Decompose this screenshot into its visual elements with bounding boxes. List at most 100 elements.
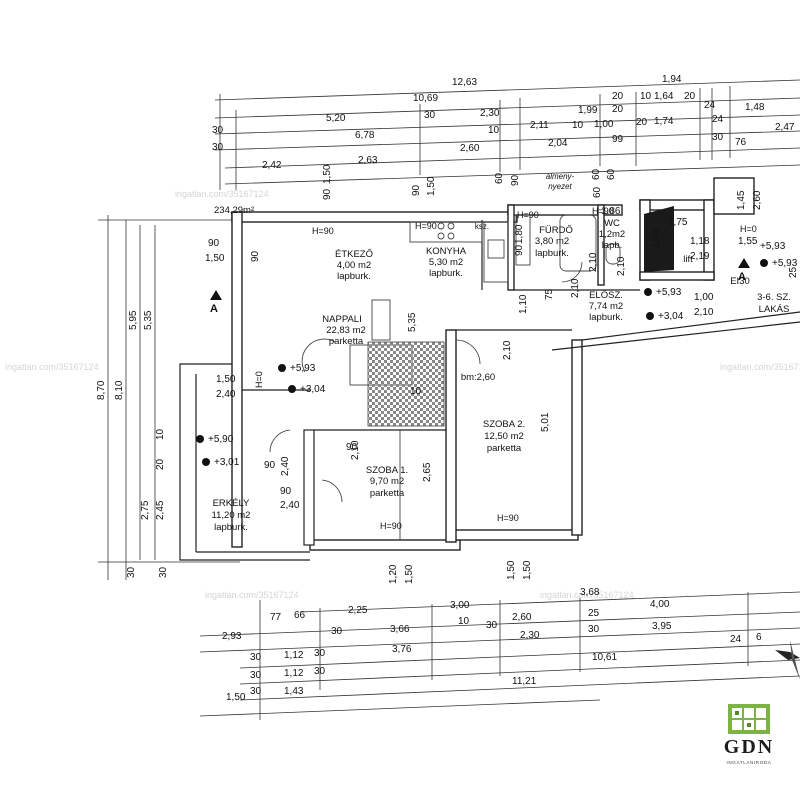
dimension-label: 3,76: [392, 644, 412, 655]
room-floor: lapb.: [602, 240, 623, 251]
level-label: +5,93: [656, 287, 682, 298]
dimension-label: 90: [264, 460, 276, 471]
dimension-label: 2,10: [616, 256, 627, 276]
dimension-label: 24: [704, 100, 716, 111]
door-mark: H=90: [497, 513, 519, 523]
level-label: +3,01: [214, 457, 240, 468]
door-mark: H=90: [312, 226, 334, 236]
room-area: 7,74 m2: [589, 301, 623, 312]
dimension-label: 20: [155, 458, 166, 470]
dimension-label: 2,11: [530, 120, 549, 131]
section-marker: A A: [210, 258, 750, 315]
watermark: ingatlan.com/35167124: [720, 362, 800, 372]
dimension-label: 90: [514, 244, 525, 256]
dimension-label: 2,30: [520, 630, 540, 641]
niche-label: álmeny-: [546, 172, 575, 181]
dimension-label: 2,45: [155, 500, 166, 520]
dimension-label: 1,50: [404, 564, 415, 584]
dimension-label: 2,10: [588, 252, 599, 272]
dimension-label: 2,47: [775, 122, 795, 133]
room-floor: lapburk.: [337, 271, 371, 282]
room-floor: lapburk.: [589, 312, 623, 323]
dimension-label: 30: [126, 566, 137, 578]
level-label: +3,04: [300, 384, 326, 395]
room-name: SZOBA 2.: [483, 419, 525, 430]
dimension-label: 1,80: [514, 224, 525, 244]
dimension-label: 6,78: [355, 130, 375, 141]
dimension-label: 30: [588, 624, 600, 635]
room-name: NAPPALI: [322, 314, 361, 325]
dimension-label: 2,10: [350, 440, 361, 460]
level-markers: +5,93 +3,04 +5,90 +3,01 +5,93 +3,04 +5,9…: [196, 241, 798, 468]
dimension-label: 3,66: [390, 624, 410, 635]
dimension-label: 30: [424, 110, 436, 121]
dimension-label: 2,42: [262, 160, 282, 171]
dimension-label: 3,00: [450, 600, 470, 611]
dimension-label: 1,45: [736, 190, 747, 210]
dimension-label: 1,00: [694, 292, 714, 303]
dimension-label: 11,21: [512, 676, 537, 687]
dimension-label: 30: [250, 670, 262, 681]
dimension-label: 6: [756, 632, 762, 643]
dimension-label: 30: [158, 566, 169, 578]
room-area: 22,83 m2: [326, 325, 366, 336]
dimension-label: 30: [314, 648, 326, 659]
dimension-label: 60: [591, 168, 602, 180]
dimension-label: 1,86: [601, 206, 621, 217]
dimension-label: 2,04: [548, 138, 568, 149]
dimension-label: 2,10: [502, 340, 513, 360]
dimension-label: 77: [270, 612, 282, 623]
dimension-label: 1,55: [738, 236, 758, 247]
dimension-label: 1,50: [322, 164, 333, 184]
room-name: ERKÉLY: [213, 498, 250, 509]
dimension-label: 8,70: [96, 380, 107, 400]
dimension-label: 24: [712, 114, 724, 125]
flat-label: LAKÁS: [759, 304, 790, 315]
dimension-label: 90: [208, 238, 220, 249]
room-floor: parketta: [487, 443, 522, 454]
room-area: 11,20 m2: [212, 510, 251, 521]
cabinet-label: ksz.: [475, 222, 489, 231]
dimension-label: 1,10: [518, 294, 529, 314]
dimension-label: 90: [411, 184, 422, 196]
dimension-label: 1,75: [668, 217, 688, 228]
dimension-label: 2,60: [752, 190, 763, 210]
door-height-marks: H=90 H=90 H=90 H=90 H=0 H=90 H=90 H=0: [254, 206, 757, 531]
dimension-label: 8,10: [114, 380, 125, 400]
door-mark: H=0: [254, 371, 264, 388]
lift-label: lift: [683, 254, 693, 265]
dimension-label: 30: [314, 666, 326, 677]
dimension-label: 3,68: [580, 587, 600, 598]
logo-building-icon: [728, 704, 770, 734]
room-name: ÉTKEZŐ: [335, 249, 373, 260]
dimension-label: 30: [250, 686, 262, 697]
dimension-label: 30: [712, 132, 724, 143]
dimension-label: 2,25: [348, 605, 368, 616]
door-mark: H=0: [740, 224, 757, 234]
room-name: SZOBA 1.: [366, 465, 408, 476]
left-dimensions: 8,70 8,10 5,95 5,35 2,75 2,45 10 20 30 3…: [96, 310, 169, 578]
level-label: +5,93: [772, 258, 798, 269]
dimension-label: 60: [606, 168, 617, 180]
dimension-label: 2,60: [512, 612, 532, 623]
dimension-label: 1,48: [745, 102, 765, 113]
dimension-label: 5,35: [143, 310, 154, 330]
gdn-logo: GDN INGATLANIRODA: [704, 702, 794, 782]
watermark: ingatlan.com/35167124: [205, 590, 299, 600]
room-name: ELŐSZ.: [589, 290, 623, 301]
dimension-label: 1,50: [522, 560, 533, 580]
dimension-label: 5,95: [128, 310, 139, 330]
dimension-label: 5,35: [407, 312, 418, 332]
dimension-label: 90: [250, 250, 261, 262]
dimension-label: 1,99: [578, 105, 598, 116]
dimension-label: 1,12: [284, 650, 304, 661]
dimension-label: 20: [612, 104, 624, 115]
room-floor: parketta: [370, 488, 405, 499]
dimension-label: 1,43: [284, 686, 304, 697]
dimension-label: 60: [592, 186, 603, 198]
room-name: WC: [604, 218, 620, 229]
dimension-label: 10: [458, 616, 470, 627]
dimension-label: 1,74: [654, 116, 674, 127]
dimension-label: 2,40: [216, 389, 236, 400]
dimension-label: 90: [280, 486, 292, 497]
